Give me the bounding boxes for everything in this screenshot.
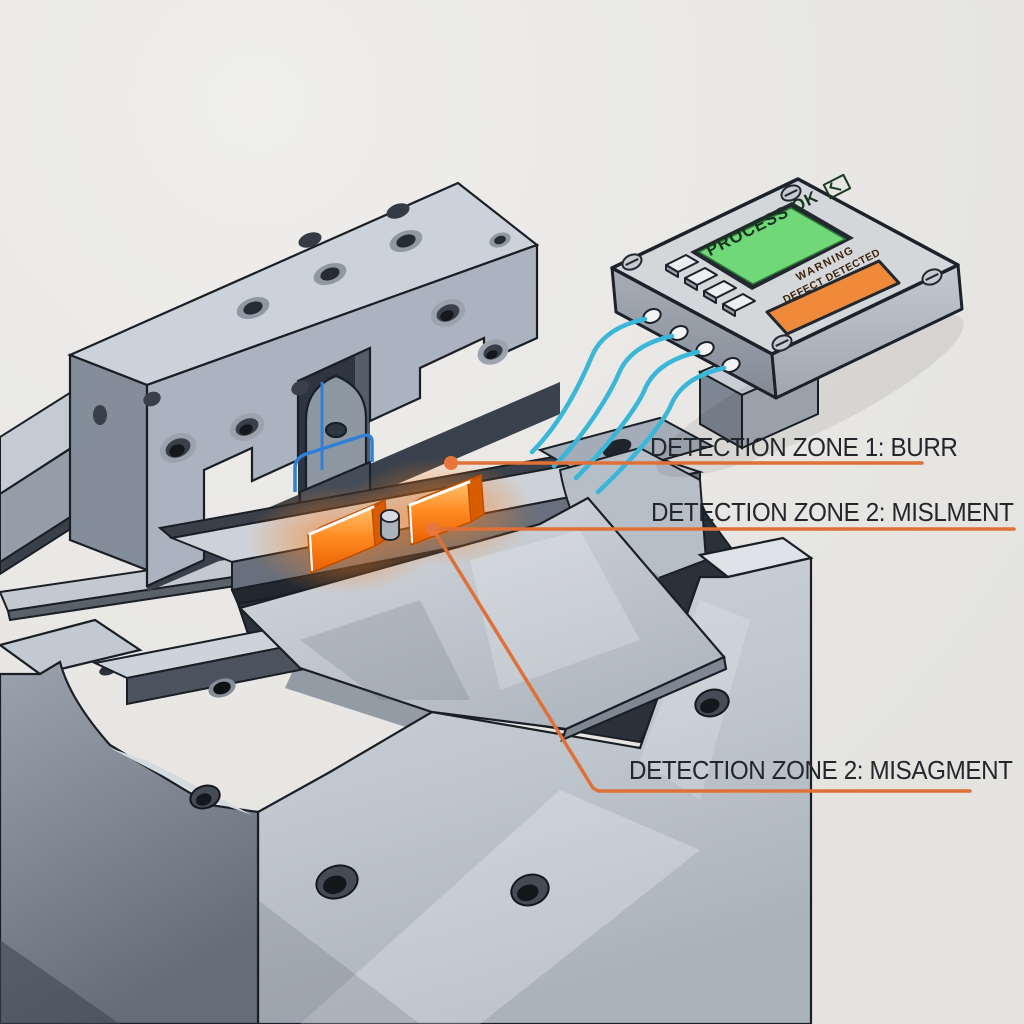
callout-zone1: DETECTION ZONE 1: BURR bbox=[650, 432, 958, 462]
callout-zone3: DETECTION ZONE 2: MISAGMENT bbox=[629, 755, 1013, 785]
panel-keypad bbox=[665, 254, 756, 317]
cable-3 bbox=[573, 349, 701, 481]
lower-left-block bbox=[0, 618, 260, 1024]
warning-label bbox=[765, 259, 901, 336]
panel-screen bbox=[690, 202, 854, 290]
sensor-cables bbox=[529, 316, 727, 495]
cable-2 bbox=[551, 333, 675, 469]
callout-zone2: DETECTION ZONE 2: MISLMENT bbox=[651, 497, 1014, 527]
detection-zone-right bbox=[407, 473, 485, 547]
panel-button-1[interactable] bbox=[665, 254, 699, 278]
guide-pin bbox=[380, 509, 400, 541]
cable-1 bbox=[529, 316, 648, 455]
sheet-metal-strip bbox=[237, 496, 728, 743]
panel-button-4[interactable] bbox=[722, 293, 756, 317]
clamp-wire-blue bbox=[293, 433, 374, 492]
panel-screws bbox=[621, 184, 943, 352]
panel-button-3[interactable] bbox=[703, 280, 737, 304]
detection-zones bbox=[247, 457, 535, 595]
detection-zone-left bbox=[307, 498, 389, 575]
callout-leaders bbox=[426, 456, 1016, 793]
control-panel bbox=[610, 177, 964, 477]
top-face-holes bbox=[236, 203, 511, 320]
cable-4 bbox=[595, 365, 727, 495]
front-face-holes bbox=[93, 299, 509, 463]
leader-zone3 bbox=[431, 527, 972, 793]
panel-button-2[interactable] bbox=[684, 267, 718, 291]
leader-dot-zone2 bbox=[426, 522, 440, 536]
leader-dot-zone1 bbox=[444, 456, 458, 470]
